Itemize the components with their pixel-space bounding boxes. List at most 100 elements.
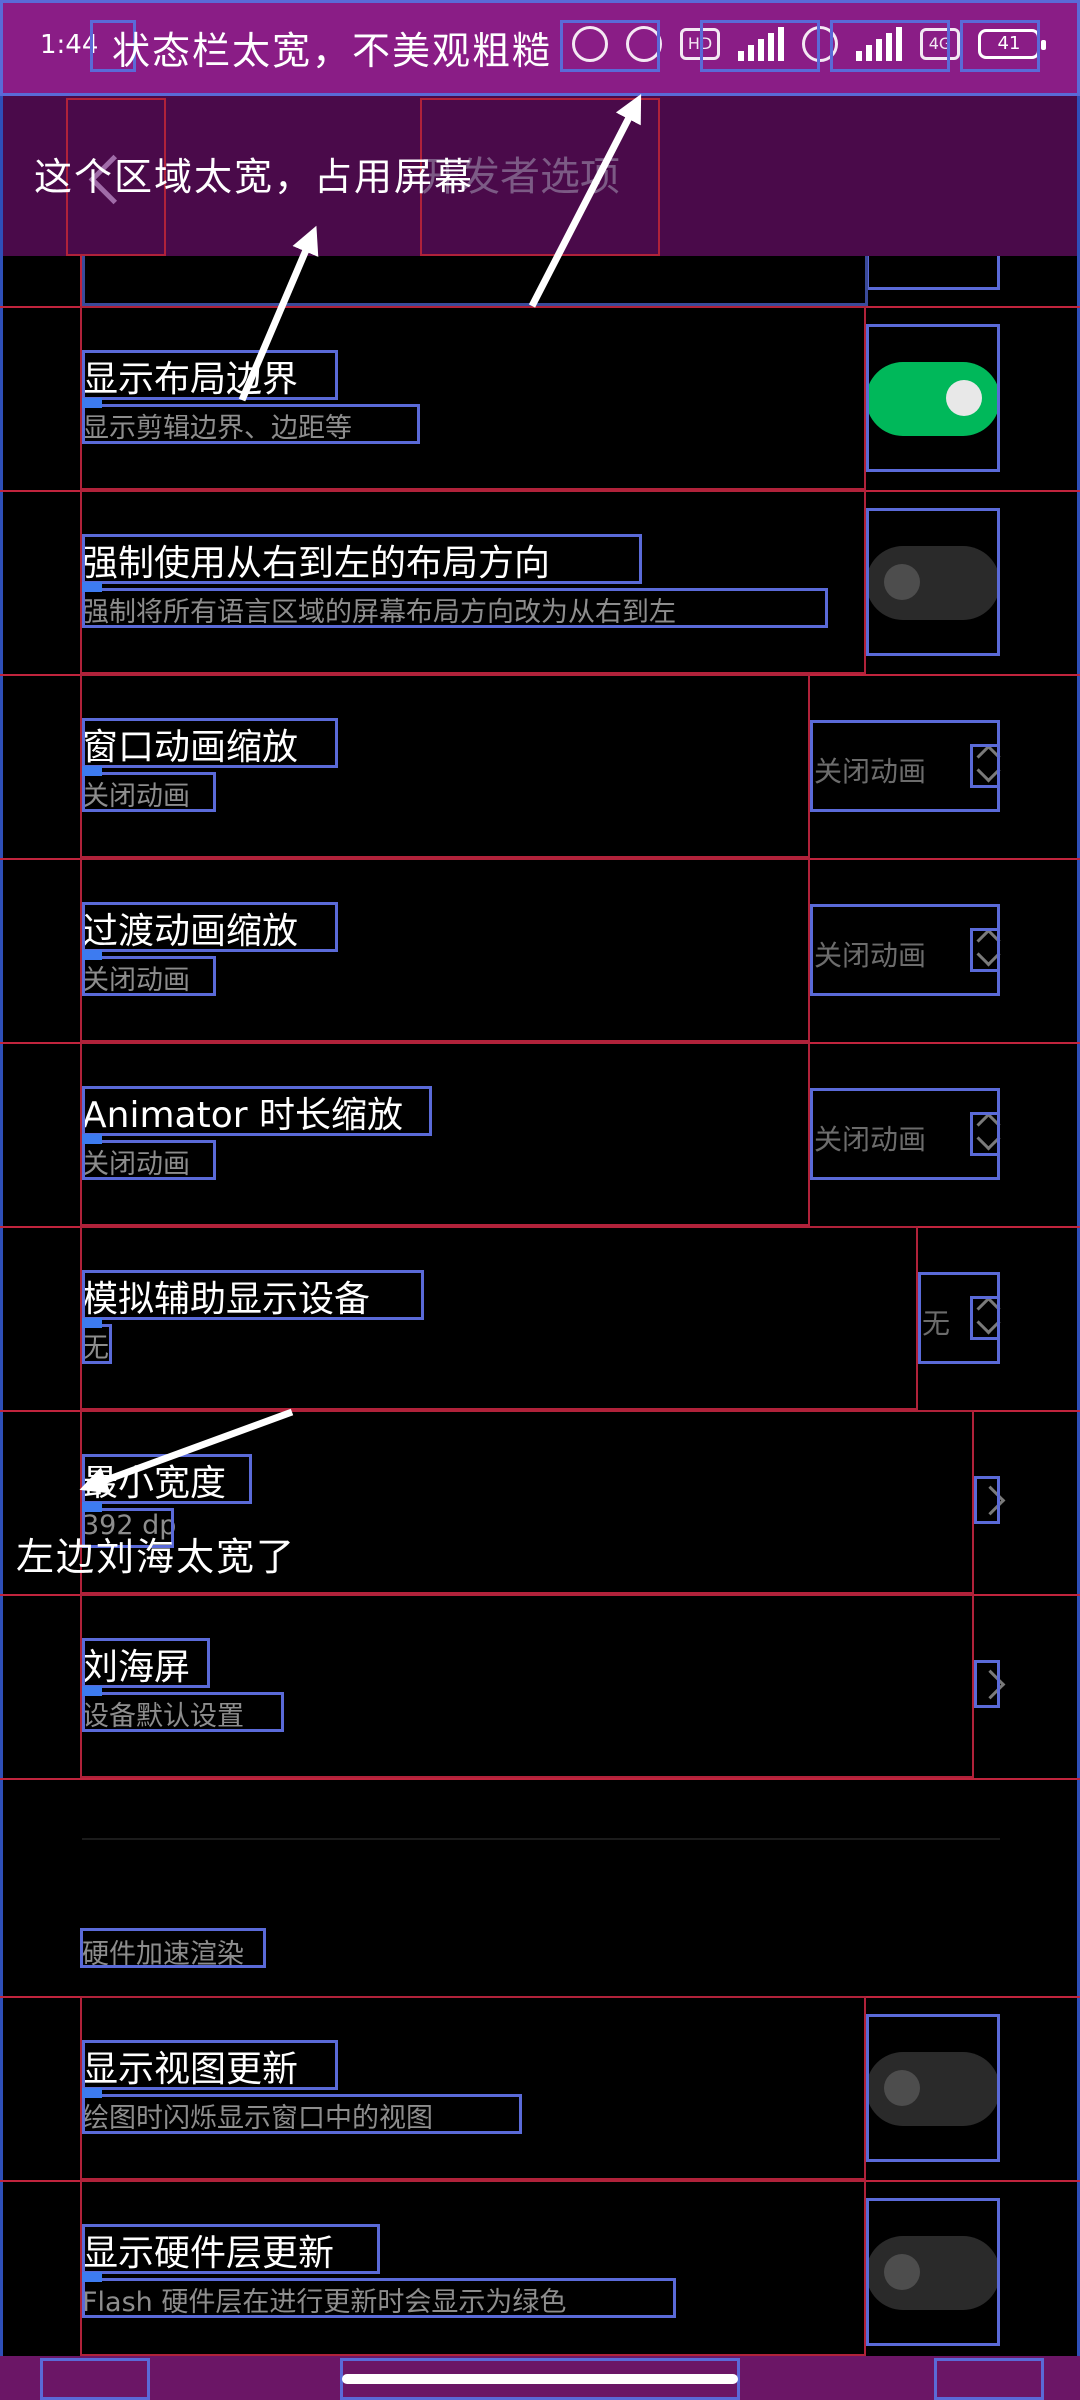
title-bounds — [82, 2224, 380, 2274]
setting-subtitle: 392 dp — [82, 1510, 177, 1541]
row-bounds — [80, 1410, 974, 1594]
setting-subtitle: 关闭动画 — [82, 781, 190, 812]
layout-bounds-toggle[interactable] — [866, 362, 1000, 436]
subtitle-bounds — [82, 1692, 284, 1732]
baseline-marker — [82, 1686, 102, 1696]
setting-title: 窗口动画缩放 — [82, 727, 299, 768]
setting-subtitle: 设备默认设置 — [82, 1701, 244, 1732]
row-bounds — [80, 306, 866, 490]
arrow-to-app-bar — [238, 225, 319, 402]
toggle-bounds — [866, 2198, 1000, 2346]
section-header-hw-rendering: 硬件加速渲染 — [82, 1939, 244, 1970]
arrow-to-notch — [79, 1408, 294, 1494]
setting-subtitle: 绘图时闪烁显示窗口中的视图 — [82, 2103, 433, 2134]
setting-subtitle: 显示剪辑边界、边距等 — [82, 413, 352, 444]
subtitle-bounds — [82, 1140, 216, 1180]
dropdown-value[interactable]: 关闭动画 — [814, 939, 927, 972]
baseline-marker — [82, 2272, 102, 2282]
arrows-bounds — [970, 744, 1000, 788]
title-bounds — [82, 350, 338, 400]
setting-row-view-updates[interactable]: 显示视图更新 绘图时闪烁显示窗口中的视图 — [0, 1996, 1080, 2180]
subtitle-bounds — [82, 404, 420, 444]
row-bounds — [80, 674, 810, 858]
setting-subtitle: 强制将所有语言区域的屏幕布局方向改为从右到左 — [82, 597, 676, 628]
dropdown-value[interactable]: 关闭动画 — [814, 755, 927, 788]
battery-level: 41 — [997, 33, 1021, 54]
status-bar-bounds — [0, 0, 1080, 96]
nav-bounds — [40, 2358, 150, 2400]
call-icon — [802, 26, 838, 62]
nav-bounds — [340, 2358, 740, 2400]
title-bounds — [82, 1638, 210, 1688]
setting-row-secondary-display[interactable]: 模拟辅助显示设备 无 无 — [0, 1226, 1080, 1410]
subtitle-bounds — [82, 588, 828, 628]
home-handle[interactable] — [342, 2374, 738, 2384]
subtitle-bounds — [82, 772, 216, 812]
hw-layer-updates-toggle[interactable] — [866, 2236, 1000, 2310]
baseline-marker — [82, 1134, 102, 1144]
arrows-bounds — [970, 1296, 1000, 1340]
row-bounds — [80, 1594, 974, 1778]
setting-title: 显示视图更新 — [82, 2049, 299, 2090]
subtitle-bounds — [82, 1508, 174, 1548]
chevron-bounds — [974, 1476, 1000, 1524]
signal-2-icon — [856, 27, 902, 61]
alarm-icon — [626, 26, 662, 62]
subtitle-bounds — [82, 956, 216, 996]
icon-bounds — [830, 20, 950, 72]
dropdown-value[interactable]: 无 — [922, 1307, 951, 1340]
toggle-knob — [946, 380, 982, 416]
toggle-bounds — [866, 508, 1000, 656]
network-label: 4G — [928, 34, 952, 53]
network-icon: 4G — [920, 28, 960, 60]
back-bounds — [66, 98, 166, 256]
setting-row-notch[interactable]: 刘海屏 设备默认设置 — [0, 1594, 1080, 1778]
setting-row-layout-bounds[interactable]: 显示布局边界 显示剪辑边界、边距等 — [0, 306, 1080, 490]
setting-title: 显示布局边界 — [82, 359, 299, 400]
toggle-bounds — [866, 324, 1000, 472]
nav-bounds — [934, 2358, 1044, 2400]
rtl-toggle[interactable] — [866, 546, 1000, 620]
setting-subtitle: 无 — [82, 1333, 109, 1364]
title-bounds — [82, 534, 642, 584]
row-separator — [0, 1778, 1080, 1780]
setting-title: Animator 时长缩放 — [82, 1095, 403, 1136]
row-bounds — [80, 1996, 866, 2180]
app-bar — [0, 96, 1080, 256]
annotation-app-bar: 这个区域太宽，占用屏幕 — [34, 155, 475, 199]
camera-icon — [572, 26, 608, 62]
setting-row-window-animation[interactable]: 窗口动画缩放 关闭动画 关闭动画 — [0, 674, 1080, 858]
row-bounds — [80, 1226, 918, 1410]
arrows-bounds — [970, 928, 1000, 972]
setting-title: 过渡动画缩放 — [82, 911, 299, 952]
baseline-marker — [82, 766, 102, 776]
title-bounds — [420, 98, 660, 256]
view-updates-toggle[interactable] — [866, 2052, 1000, 2126]
subtitle-bounds — [82, 2094, 522, 2134]
setting-row-rtl[interactable]: 强制使用从右到左的布局方向 强制将所有语言区域的屏幕布局方向改为从右到左 — [0, 490, 1080, 674]
subtitle-bounds — [82, 2278, 676, 2318]
title-bounds — [82, 718, 338, 768]
annotation-status-bar: 状态栏太宽，不美观粗糙 — [112, 29, 553, 73]
setting-row-hw-layer-updates[interactable]: 显示硬件层更新 Flash 硬件层在进行更新时会显示为绿色 — [0, 2180, 1080, 2364]
toggle-knob — [884, 2070, 920, 2106]
chevron-bounds — [974, 1660, 1000, 1708]
annotation-notch: 左边刘海太宽了 — [16, 1535, 297, 1579]
status-bar: 1:44 HD 4G 41 — [0, 0, 1080, 96]
setting-subtitle: Flash 硬件层在进行更新时会显示为绿色 — [82, 2287, 567, 2318]
title-bounds — [82, 1086, 432, 1136]
setting-row-smallest-width[interactable]: 最小宽度 392 dp — [0, 1410, 1080, 1594]
setting-row-animator-duration[interactable]: Animator 时长缩放 关闭动画 关闭动画 — [0, 1042, 1080, 1226]
setting-row-transition-animation[interactable]: 过渡动画缩放 关闭动画 关闭动画 — [0, 858, 1080, 1042]
dropdown-value[interactable]: 关闭动画 — [814, 1123, 927, 1156]
title-bounds — [82, 902, 338, 952]
baseline-marker — [82, 398, 102, 408]
title-bounds — [82, 1270, 424, 1320]
row-bounds — [80, 858, 810, 1042]
setting-title: 强制使用从右到左的布局方向 — [82, 543, 551, 584]
arrows-bounds — [970, 1112, 1000, 1156]
arrow-to-status-bar — [528, 94, 642, 308]
baseline-marker — [82, 1318, 102, 1328]
